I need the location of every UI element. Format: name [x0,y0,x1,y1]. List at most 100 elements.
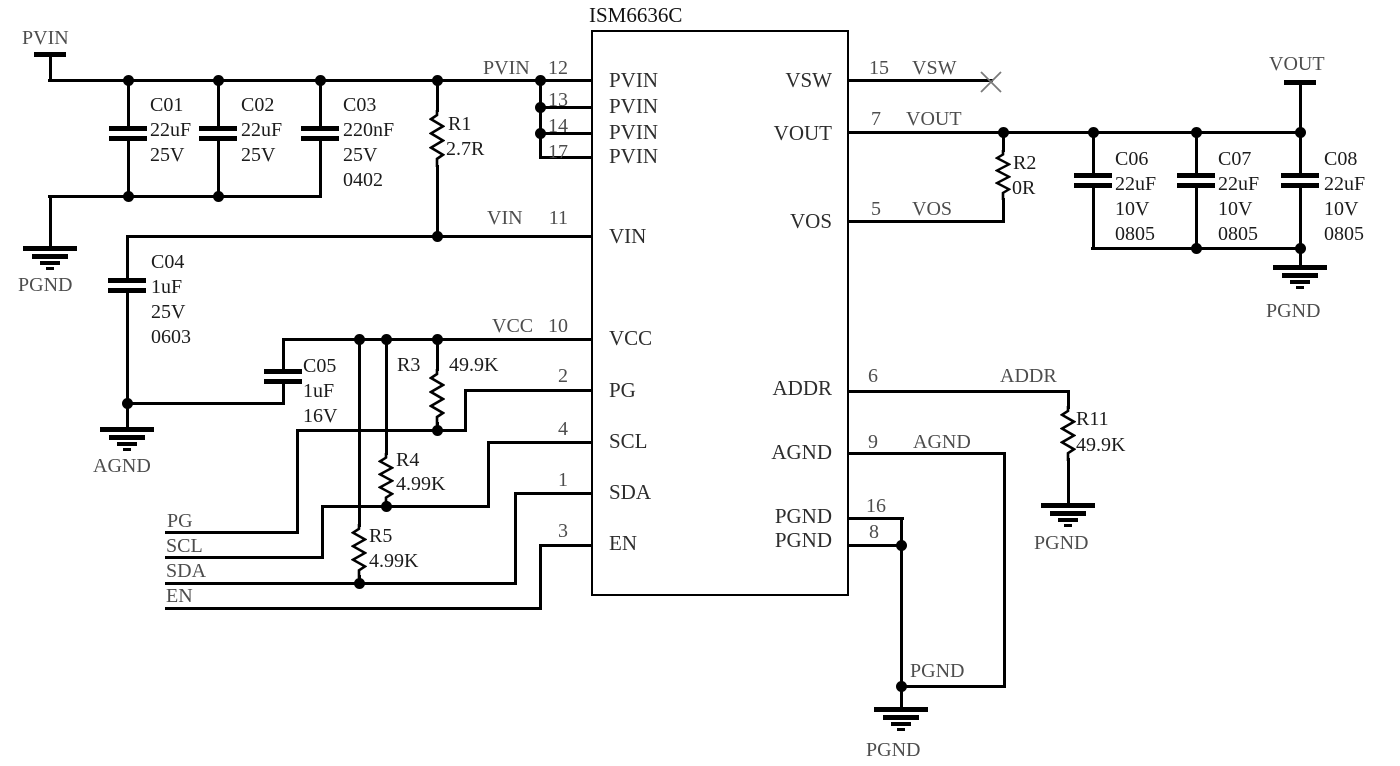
component-ref: C01 [150,94,184,116]
pin-name: VIN [609,224,647,248]
wire-segment [385,338,388,455]
pin-name: AGND [771,440,832,464]
capacitor-plate [108,288,146,293]
pin-number: 10 [548,315,568,337]
component-value: 2.7R [446,138,485,160]
component-value: 22uF [241,119,283,141]
wire-segment [321,505,324,558]
ground-symbol [874,707,928,732]
wire-segment [1299,247,1302,268]
wire-segment [282,383,285,404]
junction-dot [1295,127,1306,138]
component-ref: C02 [241,94,275,116]
resistor-body-r1 [429,110,445,167]
net-label-en: EN [166,585,193,607]
component-value: 25V [150,144,185,166]
pin-name: VCC [609,326,653,350]
power-flag-label-vout: VOUT [1269,53,1325,75]
component-value: 16V [303,405,338,427]
power-flag-pvin [34,52,66,57]
pin-name: EN [609,531,637,555]
pin-name: PG [609,378,636,402]
resistor-body-r2 [995,150,1011,200]
wire-segment [846,517,904,520]
capacitor-plate [108,278,146,283]
pin-name: SDA [609,480,652,504]
pin-name: VSW [785,68,832,92]
no-connect-icon [980,71,1002,93]
wire-segment [217,139,220,197]
component-ref: R11 [1076,408,1109,430]
ground-symbol [23,246,77,271]
junction-dot [381,501,392,512]
pin-number: 16 [866,495,886,517]
wire-segment [1092,187,1095,249]
component-value: 25V [343,144,378,166]
component-ref: R2 [1013,152,1037,174]
net-label-addr: ADDR [1000,365,1057,387]
resistor-body-r5 [351,524,367,578]
wire-segment [539,106,594,109]
junction-dot [535,102,546,113]
junction-dot [1295,243,1306,254]
ground-label-pgnd: PGND [18,274,73,296]
pin-name: ADDR [772,376,832,400]
ground-label-pgnd: PGND [866,739,921,761]
junction-dot [354,334,365,345]
component-ref: R3 [397,354,421,376]
junction-dot [315,75,326,86]
junction-dot [432,75,443,86]
wire-segment [846,131,1302,134]
wire-segment [126,402,285,405]
net-label-scl: SCL [166,535,203,557]
wire-segment [539,79,542,158]
ground-label-agnd: AGND [93,455,151,477]
wire-segment [126,235,129,281]
pin-number: 6 [868,365,878,387]
component-ref: C06 [1115,148,1149,170]
junction-dot [213,75,224,86]
component-value: 0805 [1324,223,1364,245]
wire-segment [282,338,285,372]
wire-segment [514,492,517,584]
junction-dot [1191,243,1202,254]
wire-segment [539,544,542,609]
capacitor-plate [1177,183,1215,188]
junction-dot [123,191,134,202]
capacitor-plate [1281,173,1319,178]
wire-segment [1067,390,1070,409]
ic-body [591,30,849,596]
wire-segment [296,429,467,432]
wire-segment [127,139,130,197]
pin-name: SCL [609,429,648,453]
net-label-vos: VOS [912,198,953,220]
net-label-vin: VIN [487,207,523,229]
wire-segment [127,79,130,128]
pin-name: PVIN [609,120,659,144]
wire-segment [165,607,542,610]
ground-symbol [100,427,154,452]
wire-segment [1299,82,1302,133]
component-value: 4.99K [396,473,446,495]
wire-segment [1299,187,1302,249]
power-flag-label-pvin: PVIN [22,27,69,49]
wire-segment [846,390,1070,393]
wire-segment [217,79,220,128]
pin-number: 1 [558,469,568,491]
wire-segment [49,195,52,248]
wire-segment [539,132,594,135]
component-value: 22uF [1324,173,1366,195]
junction-dot [123,75,134,86]
wire-segment [1195,131,1198,176]
wire-segment [1003,452,1006,688]
net-label-pg: PG [167,510,193,532]
pin-number: 14 [548,115,568,137]
wire-segment [358,338,361,527]
wire-segment [436,338,439,371]
junction-dot [896,681,907,692]
capacitor-plate [264,369,302,374]
pin-name: VOS [789,209,832,233]
wire-segment [900,517,903,710]
wire-segment [126,402,129,429]
junction-dot [213,191,224,202]
